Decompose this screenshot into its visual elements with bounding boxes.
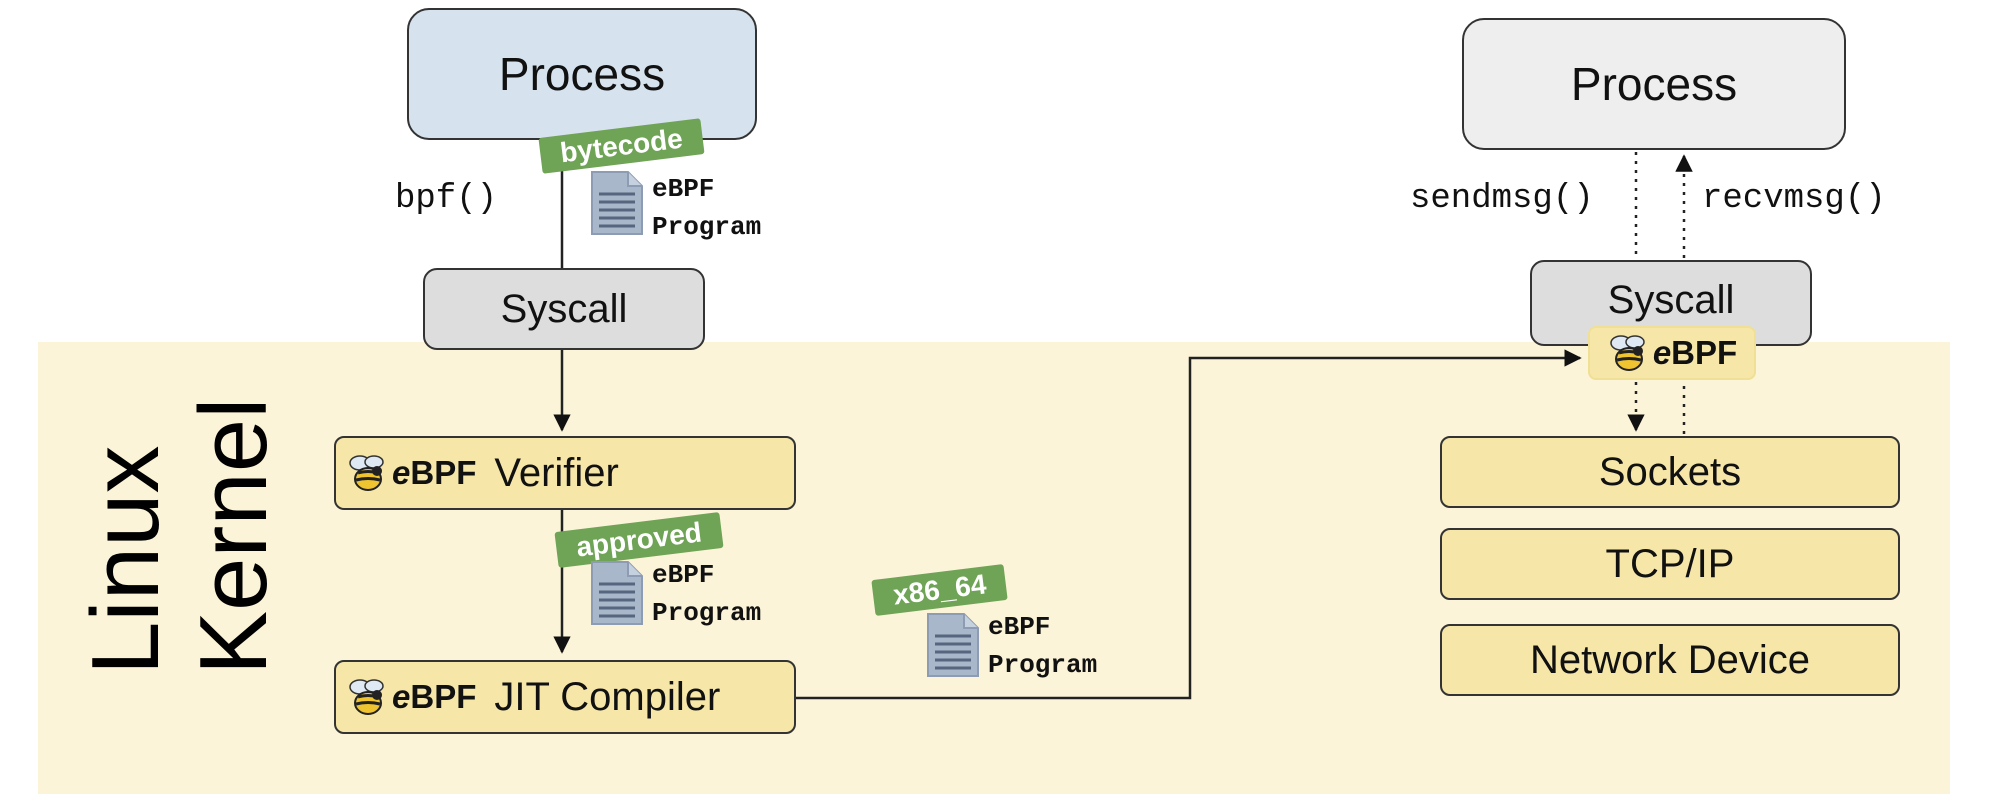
- ebpf-logo-suffix: BPF: [1671, 334, 1738, 371]
- bpf-call-label: bpf(): [395, 180, 498, 218]
- bee-icon: [1610, 335, 1645, 371]
- ebpf-logo-prefix: e: [1652, 334, 1672, 371]
- jit-compiler-box: eBPF JIT Compiler: [334, 660, 796, 734]
- left-syscall-box: Syscall: [423, 268, 705, 350]
- document-icon: [591, 171, 643, 235]
- sockets-box: Sockets: [1440, 436, 1900, 508]
- left-syscall-label: Syscall: [500, 286, 628, 331]
- ebpf-logo-prefix: e: [392, 454, 411, 491]
- right-process-label: Process: [1570, 58, 1738, 110]
- ebpf-logo-suffix: BPF: [410, 454, 477, 491]
- tcp-ip-box: TCP/IP: [1440, 528, 1900, 600]
- verifier-box: eBPF Verifier: [334, 436, 796, 510]
- user-process-box: Process: [407, 8, 757, 140]
- ebpf-logo-suffix: BPF: [410, 678, 477, 715]
- ebpf-logo: eBPF: [1607, 333, 1737, 373]
- approved-program-line2: Program: [652, 598, 762, 628]
- document-icon: [591, 561, 643, 625]
- x86-program-line2: Program: [988, 650, 1098, 680]
- right-syscall-label: Syscall: [1607, 278, 1735, 322]
- ebpf-program-line2: Program: [652, 212, 762, 242]
- jit-compiler-label: JIT Compiler: [494, 674, 721, 719]
- ebpf-logo-prefix: e: [392, 678, 411, 715]
- right-process-box: Process: [1462, 18, 1846, 150]
- x86-program-line1: eBPF: [988, 612, 1051, 642]
- verifier-label: Verifier: [494, 450, 619, 495]
- network-device-box: Network Device: [1440, 624, 1900, 696]
- ebpf-program-line1: eBPF: [652, 174, 715, 204]
- sendmsg-label: sendmsg(): [1410, 180, 1594, 218]
- ebpf-logo: eBPF: [346, 453, 476, 493]
- bee-icon: [349, 679, 384, 715]
- approved-program-line1: eBPF: [652, 560, 715, 590]
- document-icon: [927, 613, 979, 677]
- jit-to-hook-arrow: [796, 349, 1582, 700]
- ebpf-logo: eBPF: [346, 677, 476, 717]
- bee-icon: [349, 455, 384, 491]
- ebpf-hook-badge: eBPF: [1588, 326, 1756, 380]
- x86-program-label: eBPF Program: [988, 608, 1097, 684]
- recvmsg-label: recvmsg(): [1702, 180, 1886, 218]
- user-process-label: Process: [498, 48, 666, 100]
- approved-program-label: eBPF Program: [652, 556, 761, 632]
- network-device-label: Network Device: [1529, 637, 1811, 682]
- sockets-label: Sockets: [1598, 449, 1742, 494]
- tcp-ip-label: TCP/IP: [1605, 541, 1735, 586]
- ebpf-program-label: eBPF Program: [652, 170, 761, 246]
